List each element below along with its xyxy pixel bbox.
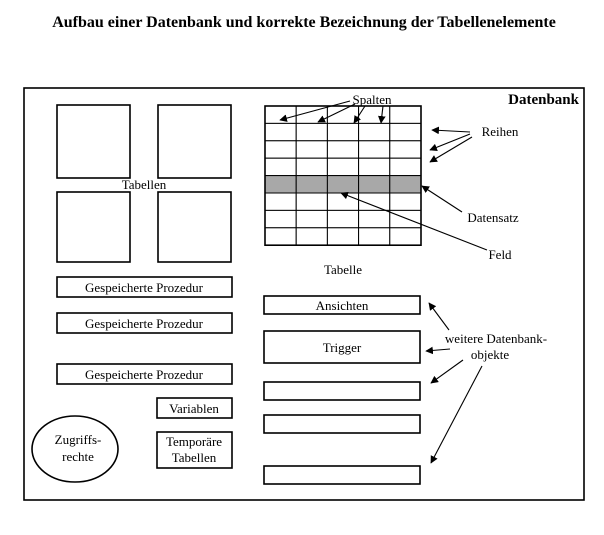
database-label: Datenbank — [508, 92, 580, 108]
table-cell — [295, 122, 328, 142]
table-cell — [358, 157, 391, 177]
table-square-1 — [56, 104, 131, 179]
columns-label: Spalten — [353, 92, 392, 107]
rows-arrow-3 — [429, 136, 473, 163]
more-objects-arrow-2 — [425, 346, 451, 355]
table-cell — [389, 157, 422, 177]
temp-tables-label-line1: Temporäre — [166, 434, 222, 449]
table-grid-border — [264, 105, 422, 246]
table-cell — [264, 122, 297, 142]
variables-label: Variablen — [169, 401, 219, 416]
tables-label: Tabellen — [122, 177, 167, 192]
record-row-cell — [358, 175, 391, 194]
object-label-views: Ansichten — [316, 298, 369, 313]
table-square-2 — [157, 104, 232, 179]
stored-procedure-label-1: Gespeicherte Prozedur — [85, 280, 204, 295]
table-cell — [326, 192, 360, 211]
table-cell — [326, 227, 360, 246]
table-cell — [358, 140, 391, 159]
stored-procedure-box-3 — [56, 363, 233, 385]
stored-procedure-box-2 — [56, 312, 233, 334]
stored-procedure-label-2: Gespeicherte Prozedur — [85, 316, 204, 331]
table-cell — [389, 227, 422, 246]
table-cell — [295, 209, 328, 229]
table-cell — [358, 209, 391, 229]
object-box-trigger — [263, 330, 421, 364]
rows-arrow-2 — [429, 133, 471, 152]
table-cell — [389, 105, 422, 124]
object-box-views — [263, 295, 421, 315]
table-square-4 — [157, 191, 232, 263]
table-cell — [264, 140, 297, 159]
more-objects-arrow-3 — [430, 359, 464, 384]
table-cell — [264, 157, 297, 177]
table-grid — [264, 105, 422, 246]
stored-procedure-label-3: Gespeicherte Prozedur — [85, 367, 204, 382]
columns-arrow-4 — [377, 105, 386, 124]
record-arrow — [421, 185, 463, 213]
table-cell — [326, 209, 360, 229]
table-cell — [295, 157, 328, 177]
table-cell — [326, 122, 360, 142]
object-box-empty-3 — [263, 465, 421, 485]
table-cell — [295, 140, 328, 159]
columns-arrow-2 — [317, 103, 356, 123]
temp-tables-label-line2: Tabellen — [172, 450, 217, 465]
object-box-empty-1 — [263, 381, 421, 401]
table-cell — [389, 140, 422, 159]
table-cell — [295, 192, 328, 211]
table-cell — [264, 227, 297, 246]
field-arrow — [340, 191, 488, 251]
table-square-3 — [56, 191, 131, 263]
table-cell — [389, 122, 422, 142]
access-rights-ellipse — [31, 415, 119, 483]
rows-label: Reihen — [482, 124, 519, 139]
access-rights-label-line2: rechte — [62, 449, 94, 464]
rows-arrow-1 — [431, 126, 471, 135]
table-cell — [264, 209, 297, 229]
variables-box — [156, 397, 233, 419]
record-row-cell — [295, 175, 328, 194]
record-row-cell — [326, 175, 360, 194]
record-label: Datensatz — [467, 210, 518, 225]
table-cell — [389, 209, 422, 229]
table-cell — [358, 227, 391, 246]
diagram-title: Aufbau einer Datenbank und korrekte Beze… — [52, 14, 556, 31]
table-cell — [389, 192, 422, 211]
object-box-empty-2 — [263, 414, 421, 434]
object-label-trigger: Trigger — [323, 340, 362, 355]
more-objects-arrow-4 — [430, 365, 483, 464]
table-cell — [264, 105, 297, 124]
field-label: Feld — [488, 247, 512, 262]
stored-procedure-box-1 — [56, 276, 233, 298]
temp-tables-box — [156, 431, 233, 469]
table-cell — [326, 157, 360, 177]
table-cell — [326, 140, 360, 159]
columns-arrow-1 — [279, 100, 351, 122]
access-rights-label-line1: Zugriffs- — [55, 432, 102, 447]
table-cell — [264, 192, 297, 211]
table-cell — [358, 122, 391, 142]
record-row-cell — [389, 175, 422, 194]
more-objects-label-line1: weitere Datenbank- — [445, 331, 547, 346]
table-label: Tabelle — [324, 262, 362, 277]
more-objects-arrow-1 — [428, 302, 450, 331]
columns-arrow-3 — [353, 105, 366, 124]
more-objects-label-line2: objekte — [471, 347, 509, 362]
record-row-cell — [264, 175, 297, 194]
table-cell — [295, 227, 328, 246]
